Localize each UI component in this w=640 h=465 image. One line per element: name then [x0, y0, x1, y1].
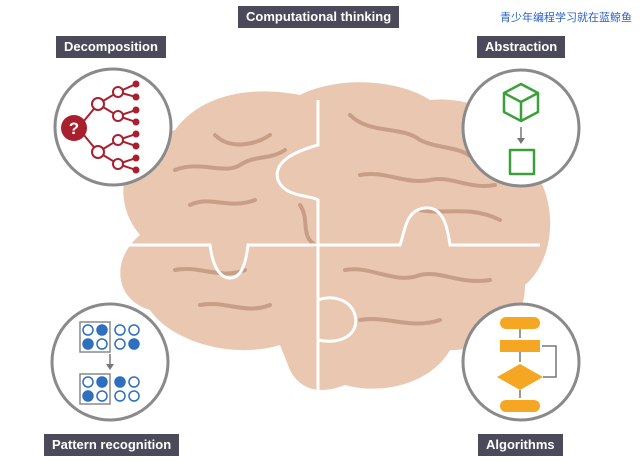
brain-folds	[173, 113, 502, 326]
page-title: Computational thinking	[238, 6, 400, 28]
algorithms-circle	[461, 302, 581, 422]
watermark-text: 青少年编程学习就在蓝鲸鱼	[500, 11, 632, 24]
pattern-recognition-label: Pattern recognition	[44, 434, 180, 456]
brain-shape	[120, 82, 551, 391]
decomposition-circle: ?	[53, 67, 173, 187]
algorithms-label: Algorithms	[478, 434, 563, 456]
decomposition-label: Decomposition	[56, 36, 166, 58]
abstraction-circle	[461, 68, 581, 188]
abstraction-label: Abstraction	[477, 36, 566, 58]
flowchart-icon	[497, 317, 557, 412]
puzzle-seams	[100, 100, 540, 390]
pattern-recognition-circle	[50, 302, 170, 422]
dot-grid-pattern-icon	[79, 321, 140, 405]
cube-to-square-icon	[502, 82, 540, 176]
svg-text:?: ?	[69, 119, 79, 138]
